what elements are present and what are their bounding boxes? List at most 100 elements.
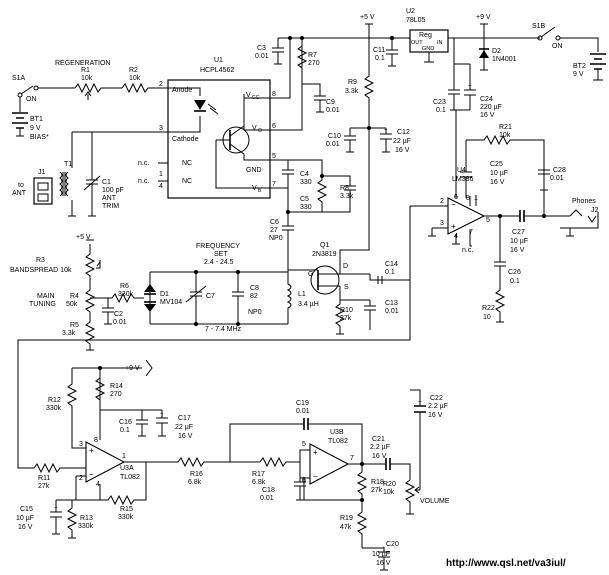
r9-value: 3.3k xyxy=(345,88,359,95)
u2-ref: U2 xyxy=(406,8,415,15)
c9-value: 0.01 xyxy=(326,107,340,114)
c8-value: 82 xyxy=(250,293,258,300)
u2-out-label: OUT xyxy=(411,40,423,46)
u3b-pin-5: 5 xyxy=(302,441,306,448)
j2-ref: J2 xyxy=(591,207,599,214)
s1a-state: ON xyxy=(26,96,37,103)
r8-value: 3.3k xyxy=(340,193,354,200)
u3a-opamp-symbol xyxy=(85,441,126,483)
r3-name: R3 xyxy=(36,257,45,264)
j1-ref: J1 xyxy=(38,169,46,176)
c27-value: 10 µF xyxy=(510,238,528,245)
j2-jack-symbol xyxy=(569,209,599,229)
svg-text:−: − xyxy=(313,472,318,481)
u3a-pin-2: 2 xyxy=(79,475,83,482)
q1-ref: Q1 xyxy=(320,242,329,249)
c7-ref: C7 xyxy=(206,293,215,300)
svg-text:+: + xyxy=(468,84,472,90)
source-url[interactable]: http://www.qsl.net/va3iul/ xyxy=(446,558,566,569)
r11-ref: R11 xyxy=(38,475,50,482)
regeneration-label: REGENERATION xyxy=(55,60,111,67)
u2-part: 78L05 xyxy=(406,17,426,24)
c12-volt: 16 V xyxy=(395,147,410,154)
u2-in-label: IN xyxy=(437,40,443,46)
c4-value: 330 xyxy=(300,179,312,186)
r2-ref: R2 xyxy=(129,67,138,74)
c25-ref: C25 xyxy=(490,161,503,168)
c11-ref: C11 xyxy=(373,47,385,54)
r4-tuning: TUNING xyxy=(29,301,56,308)
j1-label-to: to xyxy=(18,182,24,189)
c25-value: 10 µF xyxy=(490,170,508,177)
s1b-ref: S1B xyxy=(532,23,546,30)
c26-ref: C26 xyxy=(508,269,521,276)
u1-pin-7: 7 xyxy=(272,181,276,188)
r6-value: 330k xyxy=(118,291,134,298)
c2-ref: C2 xyxy=(114,311,123,318)
bt1-ref: BT1 xyxy=(30,116,43,123)
u4-opamp-symbol xyxy=(447,197,486,235)
r1-value: 10k xyxy=(81,75,93,82)
d1-ref: D1 xyxy=(160,291,169,298)
c16-ref: C16 xyxy=(119,419,132,426)
r20-ref: R20 xyxy=(383,481,396,488)
c9-ref: C9 xyxy=(326,99,335,106)
r1-ref: R1 xyxy=(81,67,90,74)
u3a-pin-1: 1 xyxy=(122,453,126,460)
power-section: +5 V U2 78L05 Reg OUT IN GND +9 V D2 1N4… xyxy=(290,8,606,119)
r3-ref: BANDSPREAD 10k xyxy=(10,267,72,274)
u1-nc1: NC xyxy=(182,160,192,167)
u1-led-symbol xyxy=(194,100,206,110)
c28-value: 0.01 xyxy=(550,175,564,182)
r14-ref: R14 xyxy=(110,383,123,390)
freq-title: FREQUENCY xyxy=(196,243,240,250)
r12-value: 330k xyxy=(46,405,62,412)
c13-ref: C13 xyxy=(385,300,398,307)
r10-value: 27k xyxy=(340,315,352,322)
u1-pin-4: 4 xyxy=(159,183,163,190)
bt1-note: BIAS* xyxy=(30,134,49,141)
r4-main: MAIN xyxy=(37,293,55,300)
r13-ref: R13 xyxy=(80,515,93,522)
bt2-value: 9 V xyxy=(573,71,584,78)
u1-pin-5: 5 xyxy=(272,153,276,160)
c14-value: 0.1 xyxy=(385,269,395,276)
c17-ref: C17 xyxy=(178,415,191,422)
c21-volt: 16 V xyxy=(372,453,387,460)
r21-ref: R21 xyxy=(499,124,512,131)
q1-drain-supply: R9 3.3k C10 0.01 + C12 22 µF 16 V xyxy=(326,38,411,154)
u4-nc-label: n.c. xyxy=(462,247,473,254)
u1-gnd: GND xyxy=(246,167,262,174)
u1-pin-6: 6 xyxy=(272,123,276,130)
u3b-ref: U3B xyxy=(330,429,344,436)
r15-ref: R15 xyxy=(120,506,133,513)
r7-ref: R7 xyxy=(308,52,317,59)
u2-reg-label: Reg xyxy=(419,32,432,39)
r22-ref: R22 xyxy=(482,305,495,312)
feedback-network: C4 330 R8 3.3k C5 330 C6 27 NP0 xyxy=(269,159,356,270)
u3a-pin-8: 8 xyxy=(94,437,98,444)
c24-ref: C24 xyxy=(480,96,493,103)
c17-volt: 16 V xyxy=(178,433,193,440)
c22-volt: 16 V xyxy=(428,412,443,419)
bt1-value: 9 V xyxy=(30,125,41,132)
u3b-pin-7: 7 xyxy=(350,455,354,462)
c24-value: 220 µF xyxy=(480,104,502,111)
q1-s: S xyxy=(344,284,349,291)
u1-vb-sub: B xyxy=(258,188,262,194)
c17-value: 22 µF xyxy=(175,424,193,431)
c21-ref: C21 xyxy=(372,436,385,443)
u4-ref: U4 xyxy=(457,167,466,174)
u1-cathode: Cathode xyxy=(172,136,199,143)
r16-value: 6.8k xyxy=(188,479,202,486)
c26-value: 0.1 xyxy=(510,278,520,285)
u3b-opamp: + − U3B TL082 5 6 7 R17 6.8k C19 0.01 C1… xyxy=(229,389,450,571)
j1-label-ant: ANT xyxy=(12,190,27,197)
u1-vcc: V xyxy=(246,92,251,99)
c27-ref: C27 xyxy=(512,229,525,236)
d2-ref: D2 xyxy=(492,48,501,55)
c15-ref: C15 xyxy=(20,506,33,513)
c15-value: 10 µF xyxy=(16,515,34,522)
u1-ref: U1 xyxy=(214,57,223,64)
